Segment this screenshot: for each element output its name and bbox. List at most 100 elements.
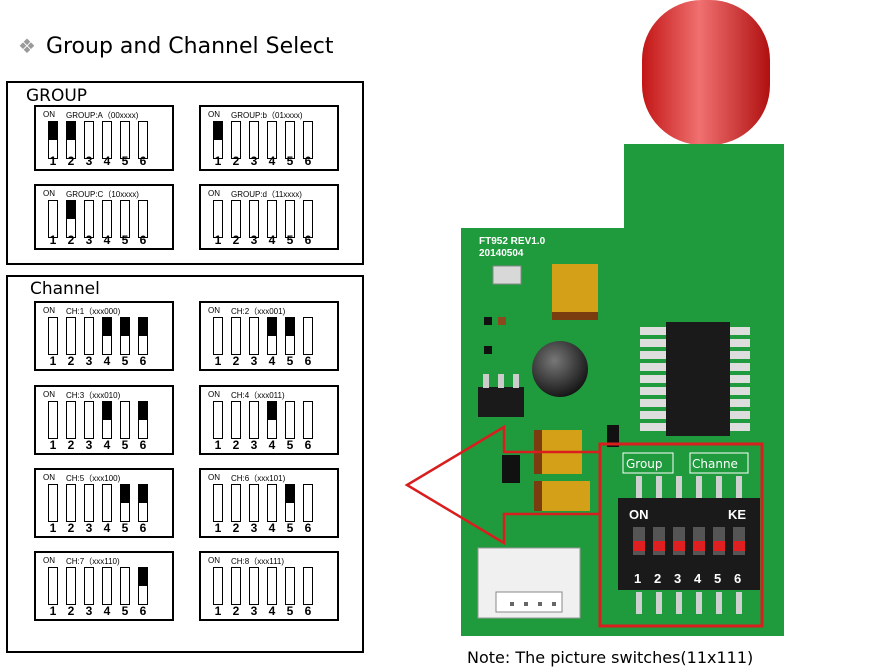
channel-panel-title: Channel (30, 279, 100, 299)
dip-toggle-3 (249, 200, 259, 238)
dip-number-label: 6 (304, 438, 312, 452)
dip-toggle-2 (231, 567, 241, 605)
dip-number-label: 4 (268, 354, 276, 368)
dip-on-label: ON (208, 189, 220, 198)
dip-toggle-5 (120, 121, 130, 159)
board-dip-pin (636, 592, 642, 614)
dip-on-label: ON (43, 556, 55, 565)
dip-number-label: 5 (286, 521, 294, 535)
dip-toggle-1 (48, 401, 58, 439)
dip-number-label: 4 (268, 604, 276, 618)
dip-on-label: ON (43, 110, 55, 119)
dip-number-label: 6 (304, 604, 312, 618)
dip-toggle-knob (139, 318, 147, 336)
dip-toggle-1 (48, 567, 58, 605)
dip-number-label: 6 (139, 604, 147, 618)
dip-toggle-knob (121, 318, 129, 336)
group-tag: Group (626, 457, 663, 471)
dip-toggle-4 (267, 567, 277, 605)
dip-toggle-3 (249, 121, 259, 159)
dip-number-label: 1 (49, 233, 57, 247)
dip-toggle-4 (267, 484, 277, 522)
dip-toggle-3 (249, 317, 259, 355)
dip-setting-label: GROUP:C（10xxxx) (66, 190, 139, 199)
dip-number-label: 1 (49, 604, 57, 618)
dip-toggle-3 (84, 121, 94, 159)
dip-toggle-3 (84, 484, 94, 522)
board-dip-pin (656, 476, 662, 498)
dip-toggle-6 (303, 200, 313, 238)
board-dip-toggle (673, 541, 685, 551)
board-dip-on-label: ON (629, 507, 649, 522)
dip-toggle-2 (66, 200, 76, 238)
dip-number-label: 1 (214, 233, 222, 247)
dip-number-label: 2 (67, 604, 75, 618)
dip-toggle-5 (285, 200, 295, 238)
dip-setting-label: GROUP:b（01xxxx) (231, 111, 303, 120)
dip-number-label: 4 (268, 521, 276, 535)
dip-toggle-3 (84, 567, 94, 605)
smd-component (484, 317, 492, 325)
dip-number-label: 1 (214, 604, 222, 618)
dip-number-label: 3 (85, 233, 93, 247)
channel-tag: Channe (692, 457, 738, 471)
dip-setting-label: CH:5（xxx100) (66, 474, 121, 483)
dip-on-label: ON (43, 390, 55, 399)
dip-number-label: 4 (268, 438, 276, 452)
dip-on-label: ON (43, 189, 55, 198)
dip-number-label: 2 (232, 354, 240, 368)
dip-toggle-3 (84, 401, 94, 439)
dip-toggle-3 (249, 401, 259, 439)
switch-highlight-box (598, 442, 764, 628)
dip-toggle-1 (213, 121, 223, 159)
dip-number-label: 1 (214, 354, 222, 368)
dip-number-label: 5 (286, 604, 294, 618)
heading-text: Group and Channel Select (45, 34, 334, 59)
dip-toggle-3 (249, 484, 259, 522)
dip-number-label: 1 (49, 438, 57, 452)
capacitor-top-band (552, 312, 598, 320)
dip-toggle-6 (303, 484, 313, 522)
board-dip-pin (676, 476, 682, 498)
dip-number-label: 3 (250, 604, 258, 618)
dip-number-label: 3 (85, 521, 93, 535)
board-dip-toggle (713, 541, 725, 551)
board-dip-pin (716, 476, 722, 498)
dip-number-label: 6 (304, 233, 312, 247)
dip-number-label: 5 (121, 354, 129, 368)
smd-component (484, 346, 492, 354)
board-dip-number: 1 (634, 571, 641, 586)
dip-number-label: 1 (214, 521, 222, 535)
dip-number-label: 4 (268, 233, 276, 247)
board-dip-pin (736, 592, 742, 614)
dip-toggle-knob (67, 201, 75, 219)
dip-number-label: 5 (121, 604, 129, 618)
board-dip-pin (676, 592, 682, 614)
dip-toggle-knob (286, 485, 294, 503)
dip-toggle-1 (48, 200, 58, 238)
smd-component (498, 317, 506, 325)
dip-toggle-5 (285, 567, 295, 605)
dip-toggle-6 (138, 200, 148, 238)
dip-number-label: 4 (268, 154, 276, 168)
dip-number-label: 2 (67, 438, 75, 452)
dip-number-label: 6 (139, 154, 147, 168)
dip-number-label: 1 (214, 438, 222, 452)
dip-toggle-5 (120, 317, 130, 355)
dip-on-label: ON (208, 473, 220, 482)
dip-number-label: 3 (250, 354, 258, 368)
dip-toggle-5 (120, 567, 130, 605)
dip-toggle-6 (303, 567, 313, 605)
dip-number-label: 4 (103, 233, 111, 247)
board-dip-toggle (693, 541, 705, 551)
dip-number-label: 2 (232, 521, 240, 535)
dip-toggle-knob (49, 122, 57, 140)
dip-number-label: 3 (250, 521, 258, 535)
led-component (492, 265, 522, 285)
dip-toggle-1 (213, 567, 223, 605)
